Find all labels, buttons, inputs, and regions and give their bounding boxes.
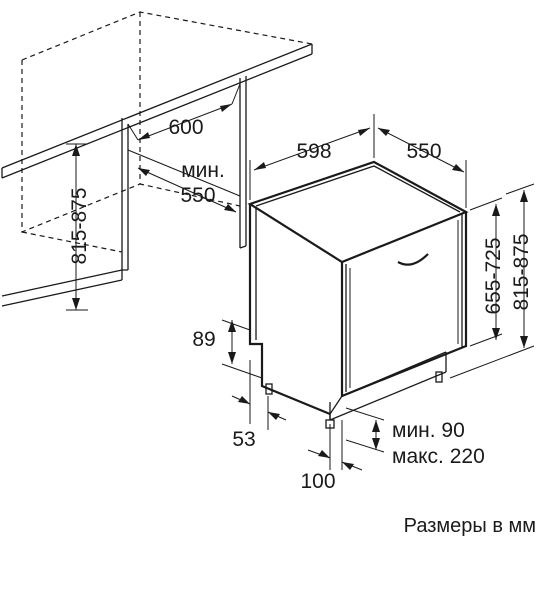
dimension-niche-width: [127, 83, 241, 141]
dimension-door-height: [469, 197, 503, 347]
dimension-niche-depth: [137, 167, 237, 213]
label-niche-depth-min: мин.: [181, 159, 225, 182]
dishwasher-body: [247, 160, 469, 429]
dimension-appliance-depth: [377, 127, 467, 208]
units-caption: Размеры в мм: [404, 515, 536, 537]
label-plinth-depth: 100: [300, 470, 335, 493]
label-niche-height: 815-875: [68, 187, 91, 264]
label-appliance-height: 815-875: [510, 233, 533, 310]
dimension-appliance-width: [249, 114, 375, 200]
label-plinth-gap-min: мин. 90: [392, 419, 465, 442]
label-niche-depth-value: 550: [180, 184, 215, 207]
dimension-plinth-depth: [307, 420, 363, 471]
dimension-plinth-height: [221, 319, 263, 379]
dimension-appliance-height: [449, 183, 535, 379]
label-plinth-gap-max: макс. 220: [392, 445, 485, 468]
label-niche-width: 600: [168, 116, 203, 139]
countertop-niche: [1, 11, 313, 307]
label-door-height: 655-725: [482, 237, 505, 314]
dimension-niche-height: [66, 143, 88, 311]
label-plinth-height: 89: [192, 328, 215, 351]
label-foot-offset: 53: [232, 428, 255, 451]
dimension-foot-offset: [231, 360, 287, 430]
label-appliance-width: 598: [296, 140, 331, 163]
label-appliance-depth: 550: [406, 140, 441, 163]
dimension-plinth-gap: [345, 407, 385, 453]
